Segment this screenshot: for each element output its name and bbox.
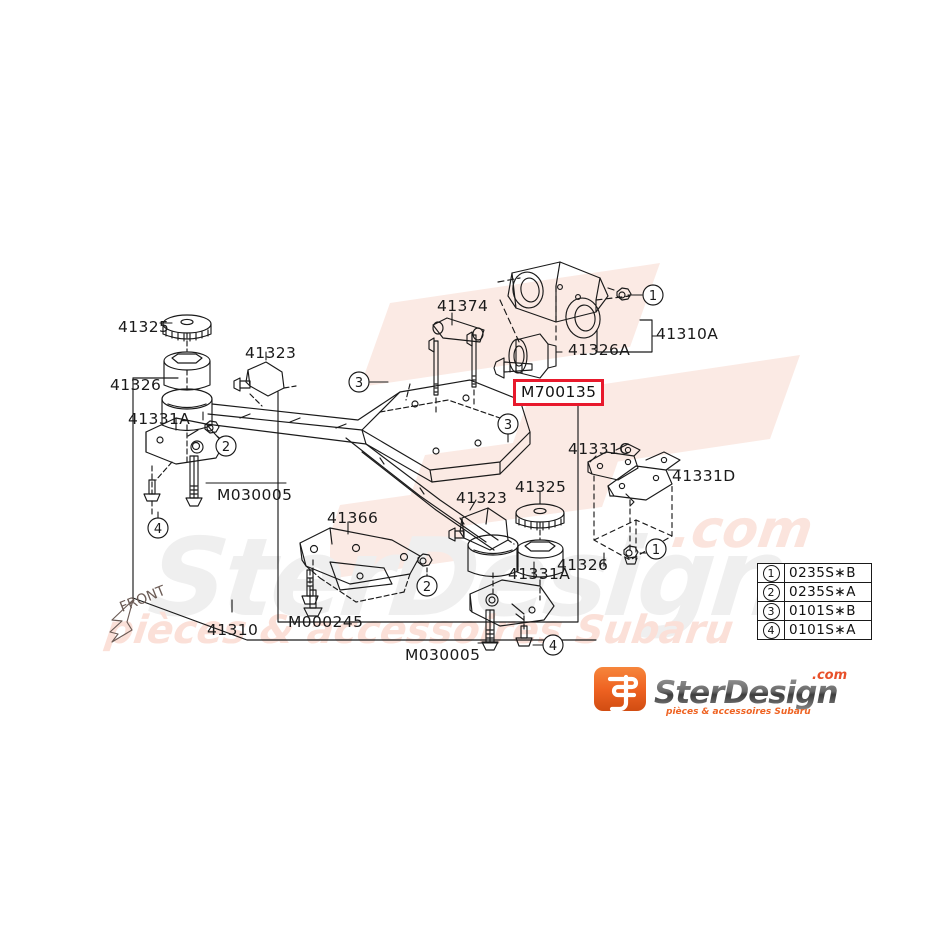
label-41331A-left: 41331A: [128, 410, 191, 428]
legend-row: 3 0101S∗B: [757, 601, 872, 621]
marker-numbers: 1 3 3 2 4 1 2 4: [154, 289, 660, 654]
label-41310: 41310: [207, 621, 259, 639]
part-41310A-support-arm: [497, 261, 631, 345]
grouping-lines: [132, 319, 653, 641]
svg-text:1: 1: [649, 289, 657, 304]
label-41366: 41366: [327, 509, 379, 527]
svg-text:3: 3: [504, 418, 512, 433]
svg-text:1: 1: [652, 543, 660, 558]
part-41323-mid: [448, 507, 515, 551]
legend-row: 4 0101S∗A: [757, 620, 872, 640]
part-41366-bracket: [299, 527, 421, 617]
legend-code-4: 0101S∗A: [784, 620, 872, 640]
label-M000245: M000245: [288, 613, 364, 631]
label-41326-mid: 41326: [557, 556, 609, 574]
logo-tagline-text: pièces & accessoires Subaru: [665, 706, 811, 717]
label-41374: 41374: [437, 297, 489, 315]
part-41323-upper: [233, 361, 297, 407]
svg-text:4: 4: [154, 522, 162, 537]
svg-text:4: 4: [549, 639, 557, 654]
part-41331A-left-bracket: [143, 417, 225, 516]
label-M030005-upper: M030005: [217, 486, 293, 504]
legend-marker-cell: 3: [757, 601, 785, 621]
logo-badge-icon: [594, 667, 646, 712]
front-label: FRONT: [118, 583, 169, 616]
marker-circles: [147, 284, 667, 656]
label-41310A: 41310A: [656, 325, 719, 343]
label-41325-top: 41325: [118, 318, 170, 336]
sterdesign-logo[interactable]: SterDesign .com pièces & accessoires Sub…: [592, 663, 854, 721]
label-41331C: 41331C: [568, 440, 631, 458]
highlighted-part-callout[interactable]: M700135: [513, 379, 605, 407]
label-41331A-mid: 41331A: [508, 565, 571, 583]
legend-marker-1: 1: [762, 564, 780, 582]
legend-code-1: 0235S∗B: [784, 563, 872, 583]
legend-marker-3: 3: [762, 602, 780, 620]
svg-text:3: 3: [355, 376, 363, 391]
fastener-bolt-41326A: [493, 357, 533, 379]
part-41374-link: [428, 317, 485, 417]
legend-row: 1 0235S∗B: [757, 563, 872, 583]
fastener-M000245: [301, 569, 319, 605]
logo-suffix-text: .com: [812, 668, 847, 683]
fastener-nut-top: [607, 287, 632, 301]
legend-table: 1 0235S∗B 2 0235S∗A 3 0101S∗B 4 0101S∗A: [757, 563, 872, 640]
logo-brand-text: SterDesign: [654, 675, 838, 711]
label-41331D: 41331D: [672, 467, 736, 485]
label-41326-left: 41326: [110, 376, 162, 394]
legend-marker-cell: 4: [757, 620, 785, 640]
label-41326A: 41326A: [568, 341, 631, 359]
label-M030005-lower: M030005: [405, 646, 481, 664]
svg-text:2: 2: [423, 580, 431, 595]
legend-code-2: 0235S∗A: [784, 582, 872, 602]
part-41310-mid-collar: [467, 534, 519, 594]
fastener-nut-right: [623, 545, 639, 565]
label-41323-top: 41323: [245, 344, 297, 362]
svg-text:2: 2: [222, 440, 230, 455]
part-41331C-bracket: [587, 443, 641, 481]
label-41323-mid: 41323: [456, 489, 508, 507]
front-direction-arrow: [109, 599, 134, 643]
legend-marker-cell: 2: [757, 582, 785, 602]
label-41325-mid: 41325: [515, 478, 567, 496]
legend-marker-4: 4: [762, 621, 780, 639]
legend-row: 2 0235S∗A: [757, 582, 872, 602]
legend-marker-cell: 1: [757, 563, 785, 583]
part-41331D-bracket: [607, 451, 681, 507]
legend-code-3: 0101S∗B: [784, 601, 872, 621]
legend-marker-2: 2: [762, 583, 780, 601]
fastener-nut-mid: [417, 553, 433, 577]
part-41331A-mid-bracket: [469, 579, 555, 651]
